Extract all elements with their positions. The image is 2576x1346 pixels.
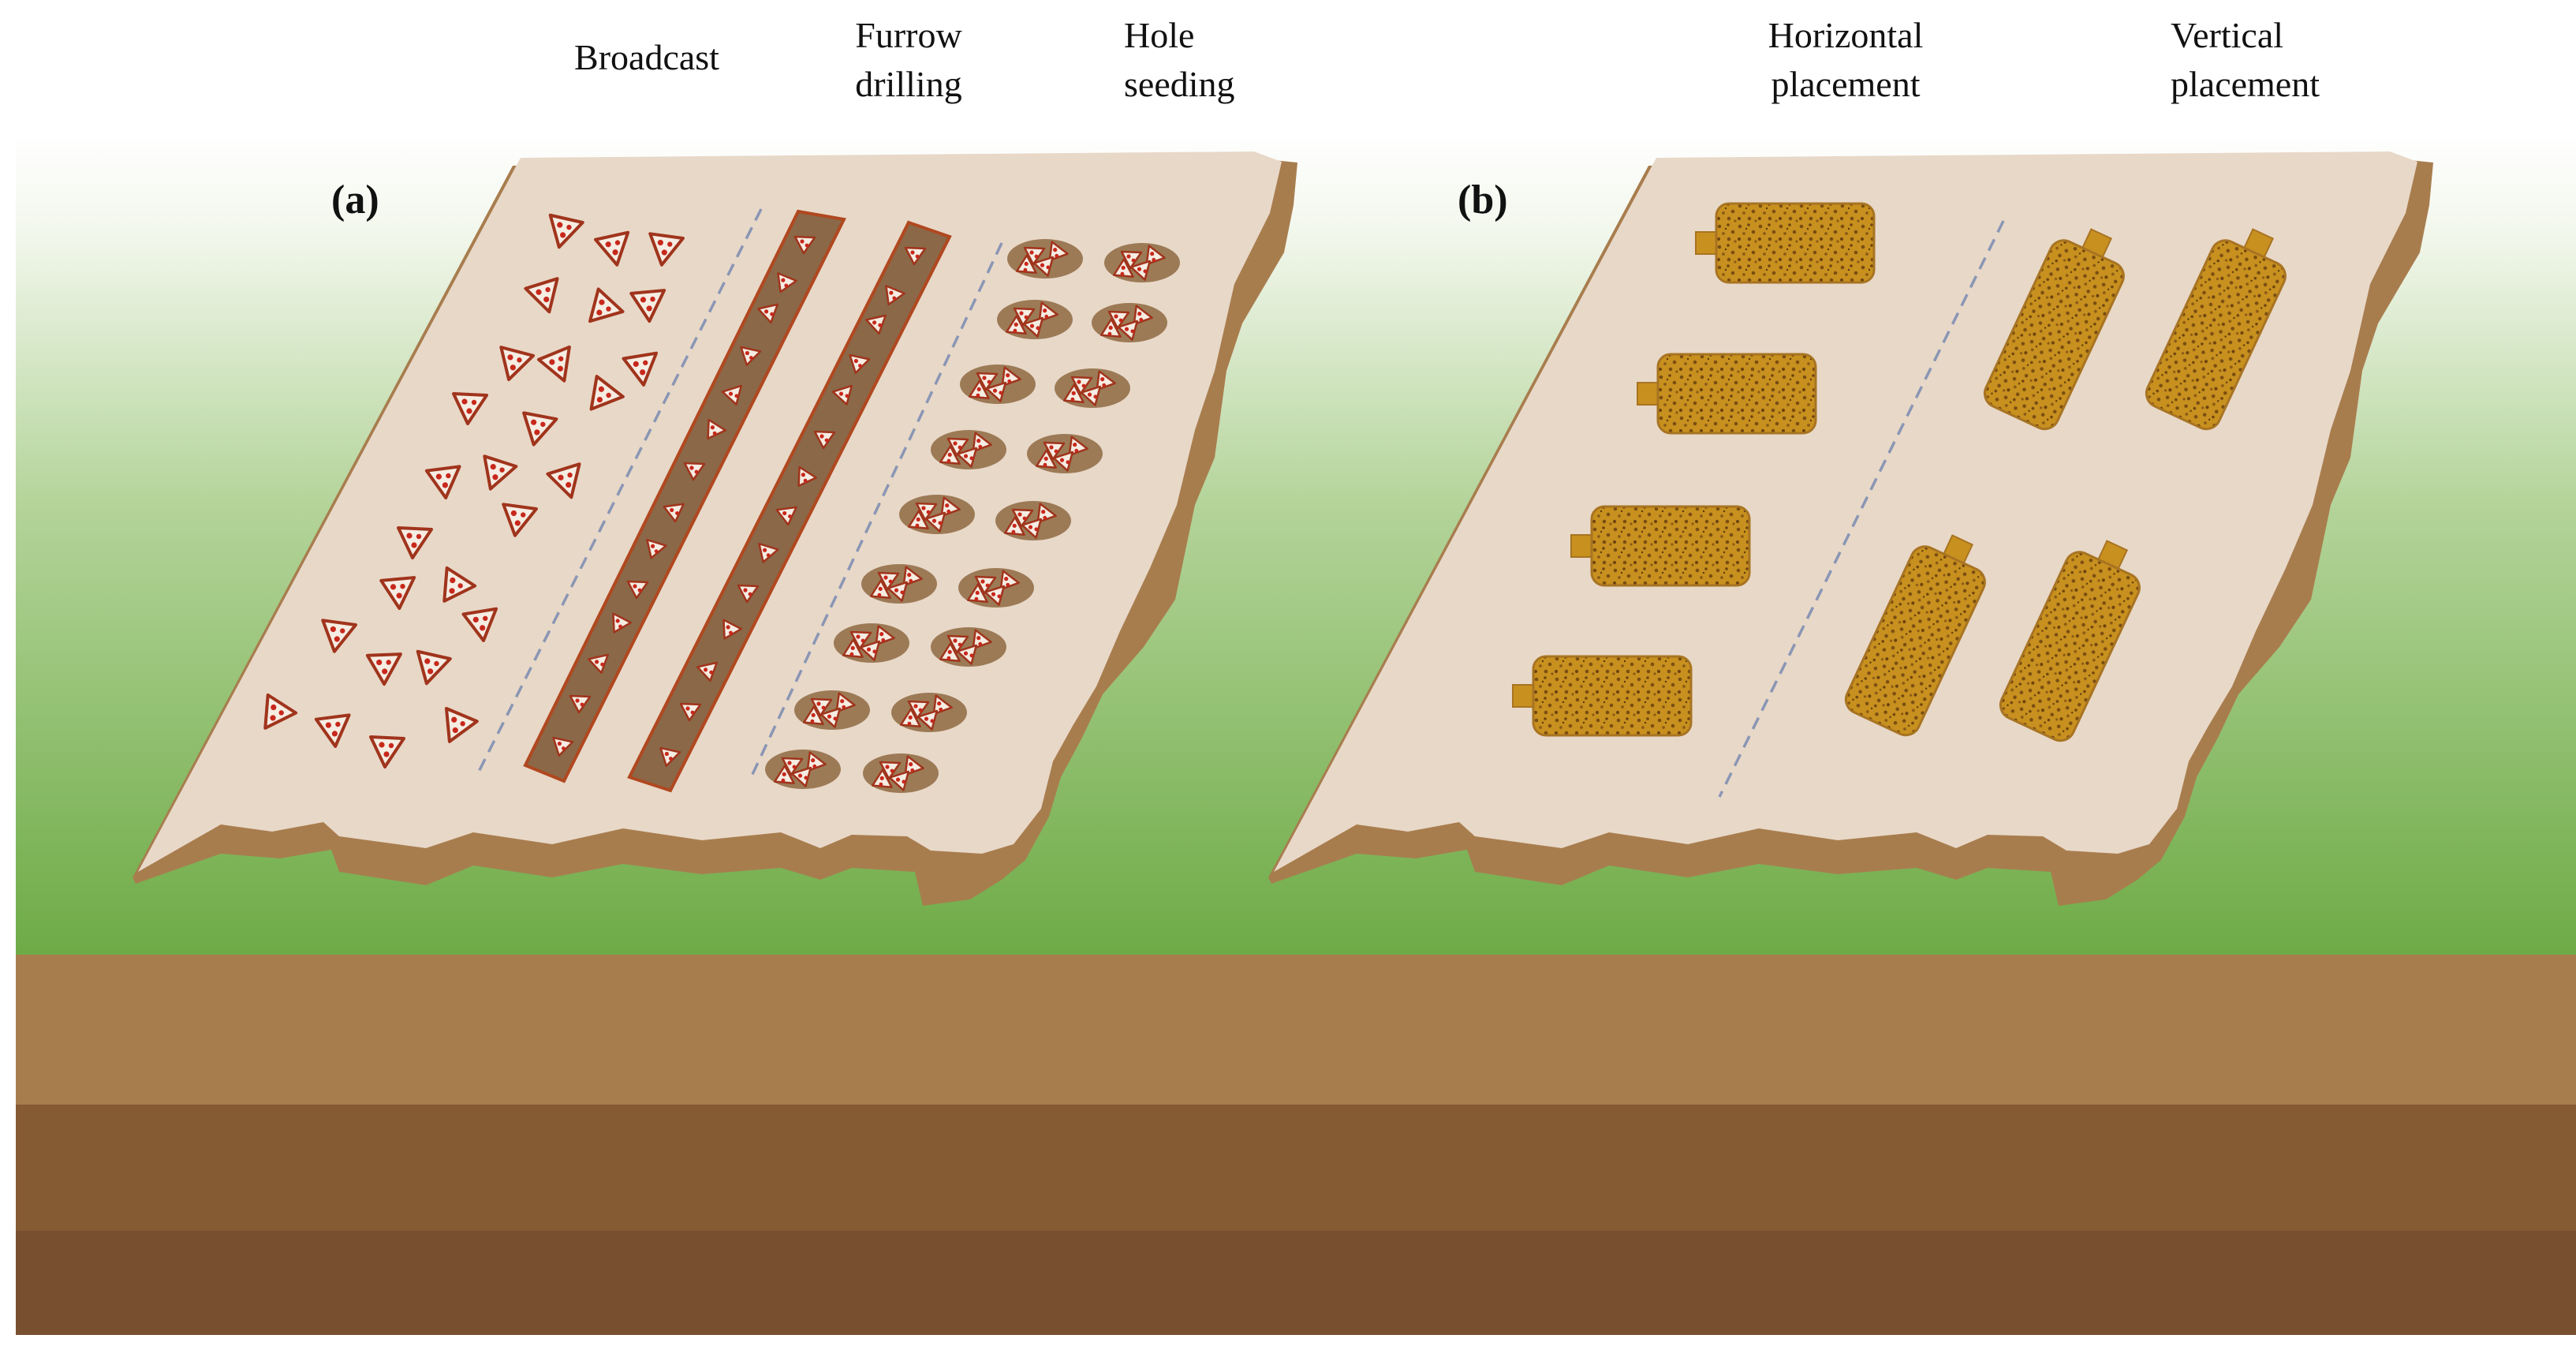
seed-bottle-icon	[1570, 505, 1751, 587]
panel-b: (b)	[1268, 151, 2433, 906]
soil-layer-top	[16, 955, 2576, 1105]
panel-label-a: (a)	[331, 178, 379, 222]
seed-bottle-icon	[1694, 202, 1876, 284]
heading-furrow-line2: drilling	[855, 64, 961, 104]
heading-furrow-line1: Furrow	[855, 15, 962, 55]
divider-broadcast-furrow	[476, 208, 763, 776]
panel-label-b: (b)	[1458, 178, 1508, 222]
panel-a: (a)	[133, 151, 1297, 906]
furrow-1	[523, 209, 846, 783]
furrow-2	[627, 220, 952, 793]
seed-bottle-icon	[1511, 655, 1693, 737]
heading-horizontal-line2: placement	[1771, 64, 1920, 104]
soil-layer-middle	[16, 1105, 2576, 1231]
seed-bottle-icon	[1636, 353, 1817, 435]
divider-furrow-hole	[748, 242, 1003, 782]
field-a-surface	[138, 151, 1282, 872]
heading-hole-line2: seeding	[1124, 64, 1235, 104]
heading-broadcast: Broadcast	[574, 37, 719, 77]
heading-vertical-line2: placement	[2171, 64, 2320, 104]
heading-vertical-line1: Vertical	[2171, 15, 2283, 55]
divider-horizontal-vertical	[1718, 220, 2005, 798]
heading-hole-line1: Hole	[1124, 15, 1194, 55]
soil-layer-deep	[16, 1231, 2576, 1335]
heading-horizontal-line1: Horizontal	[1768, 15, 1924, 55]
